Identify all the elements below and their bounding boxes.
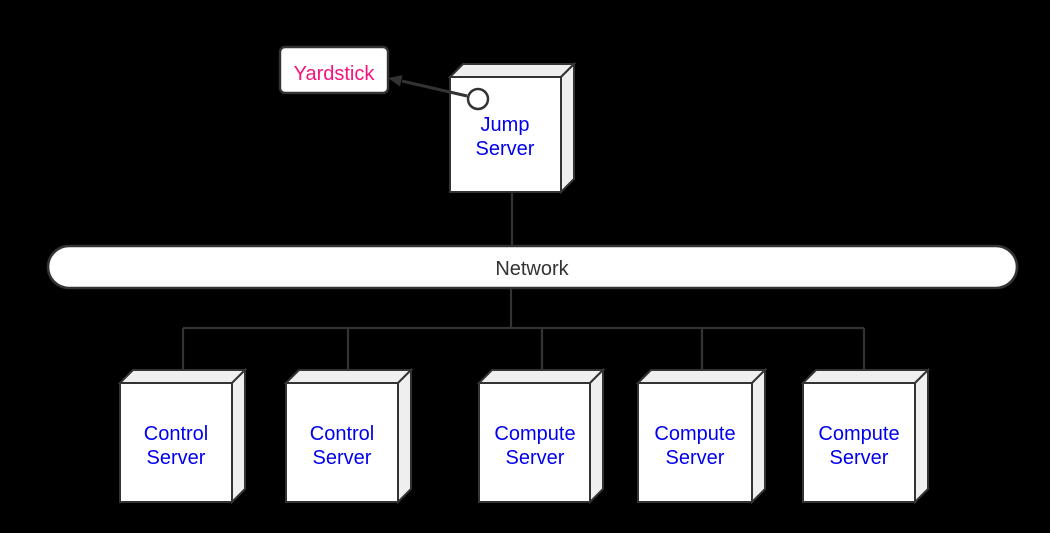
- jump-server-top-face: [447, 63, 577, 78]
- network-pill: [46, 244, 1019, 290]
- control-server-1-right-face: [231, 367, 246, 505]
- compute-server-1-node: Compute Server: [476, 367, 606, 505]
- control-server-2-right-face: [397, 367, 412, 505]
- yardstick-arrow: [388, 75, 468, 98]
- compute-server-3-node: Compute Server: [800, 367, 931, 505]
- compute-server-1-right-face: [589, 367, 604, 505]
- compute-server-3-top-face: [800, 369, 931, 384]
- compute-server-2-label-line1: Compute: [654, 423, 735, 445]
- yardstick-arrow-line: [401, 79, 468, 98]
- network-label: Network: [495, 258, 569, 280]
- compute-server-2-top-face: [635, 369, 768, 384]
- network-node: Network: [46, 244, 1019, 290]
- control-server-2-front-face: [285, 382, 399, 503]
- jump-server-label-line1: Jump: [481, 114, 530, 136]
- compute-server-3-front-face: [802, 382, 916, 503]
- yardstick-node: Yardstick: [278, 45, 390, 95]
- jump-server-right-face: [560, 61, 575, 195]
- control-server-1-label-line2: Server: [147, 447, 206, 469]
- compute-server-1-top-face: [476, 369, 606, 384]
- compute-server-3-right-face: [914, 367, 929, 505]
- control-server-1-label-line1: Control: [144, 423, 208, 445]
- compute-server-2-node: Compute Server: [635, 367, 768, 505]
- control-server-2-node: Control Server: [283, 367, 414, 505]
- control-server-2-top-face: [283, 369, 414, 384]
- compute-server-2-front-face: [637, 382, 753, 503]
- control-server-1-node: Control Server: [117, 367, 248, 505]
- control-server-1-top-face: [117, 369, 248, 384]
- control-server-2-label-line2: Server: [313, 447, 372, 469]
- compute-server-1-front-face: [478, 382, 591, 503]
- compute-server-2-right-face: [751, 367, 766, 505]
- yardstick-arrow-head: [388, 75, 403, 87]
- compute-server-3-label-line2: Server: [830, 447, 889, 469]
- yardstick-box: [278, 45, 390, 95]
- jump-server-label-line2: Server: [476, 138, 535, 160]
- compute-server-3-label-line1: Compute: [818, 423, 899, 445]
- compute-server-1-label-line1: Compute: [494, 423, 575, 445]
- control-server-2-label-line1: Control: [310, 423, 374, 445]
- jump-server-node: Jump Server: [447, 61, 577, 195]
- yardstick-label: Yardstick: [294, 63, 376, 85]
- compute-server-1-label-line2: Server: [506, 447, 565, 469]
- control-server-1-front-face: [119, 382, 233, 503]
- compute-server-2-label-line2: Server: [666, 447, 725, 469]
- jump-server-port-circle: [466, 87, 490, 111]
